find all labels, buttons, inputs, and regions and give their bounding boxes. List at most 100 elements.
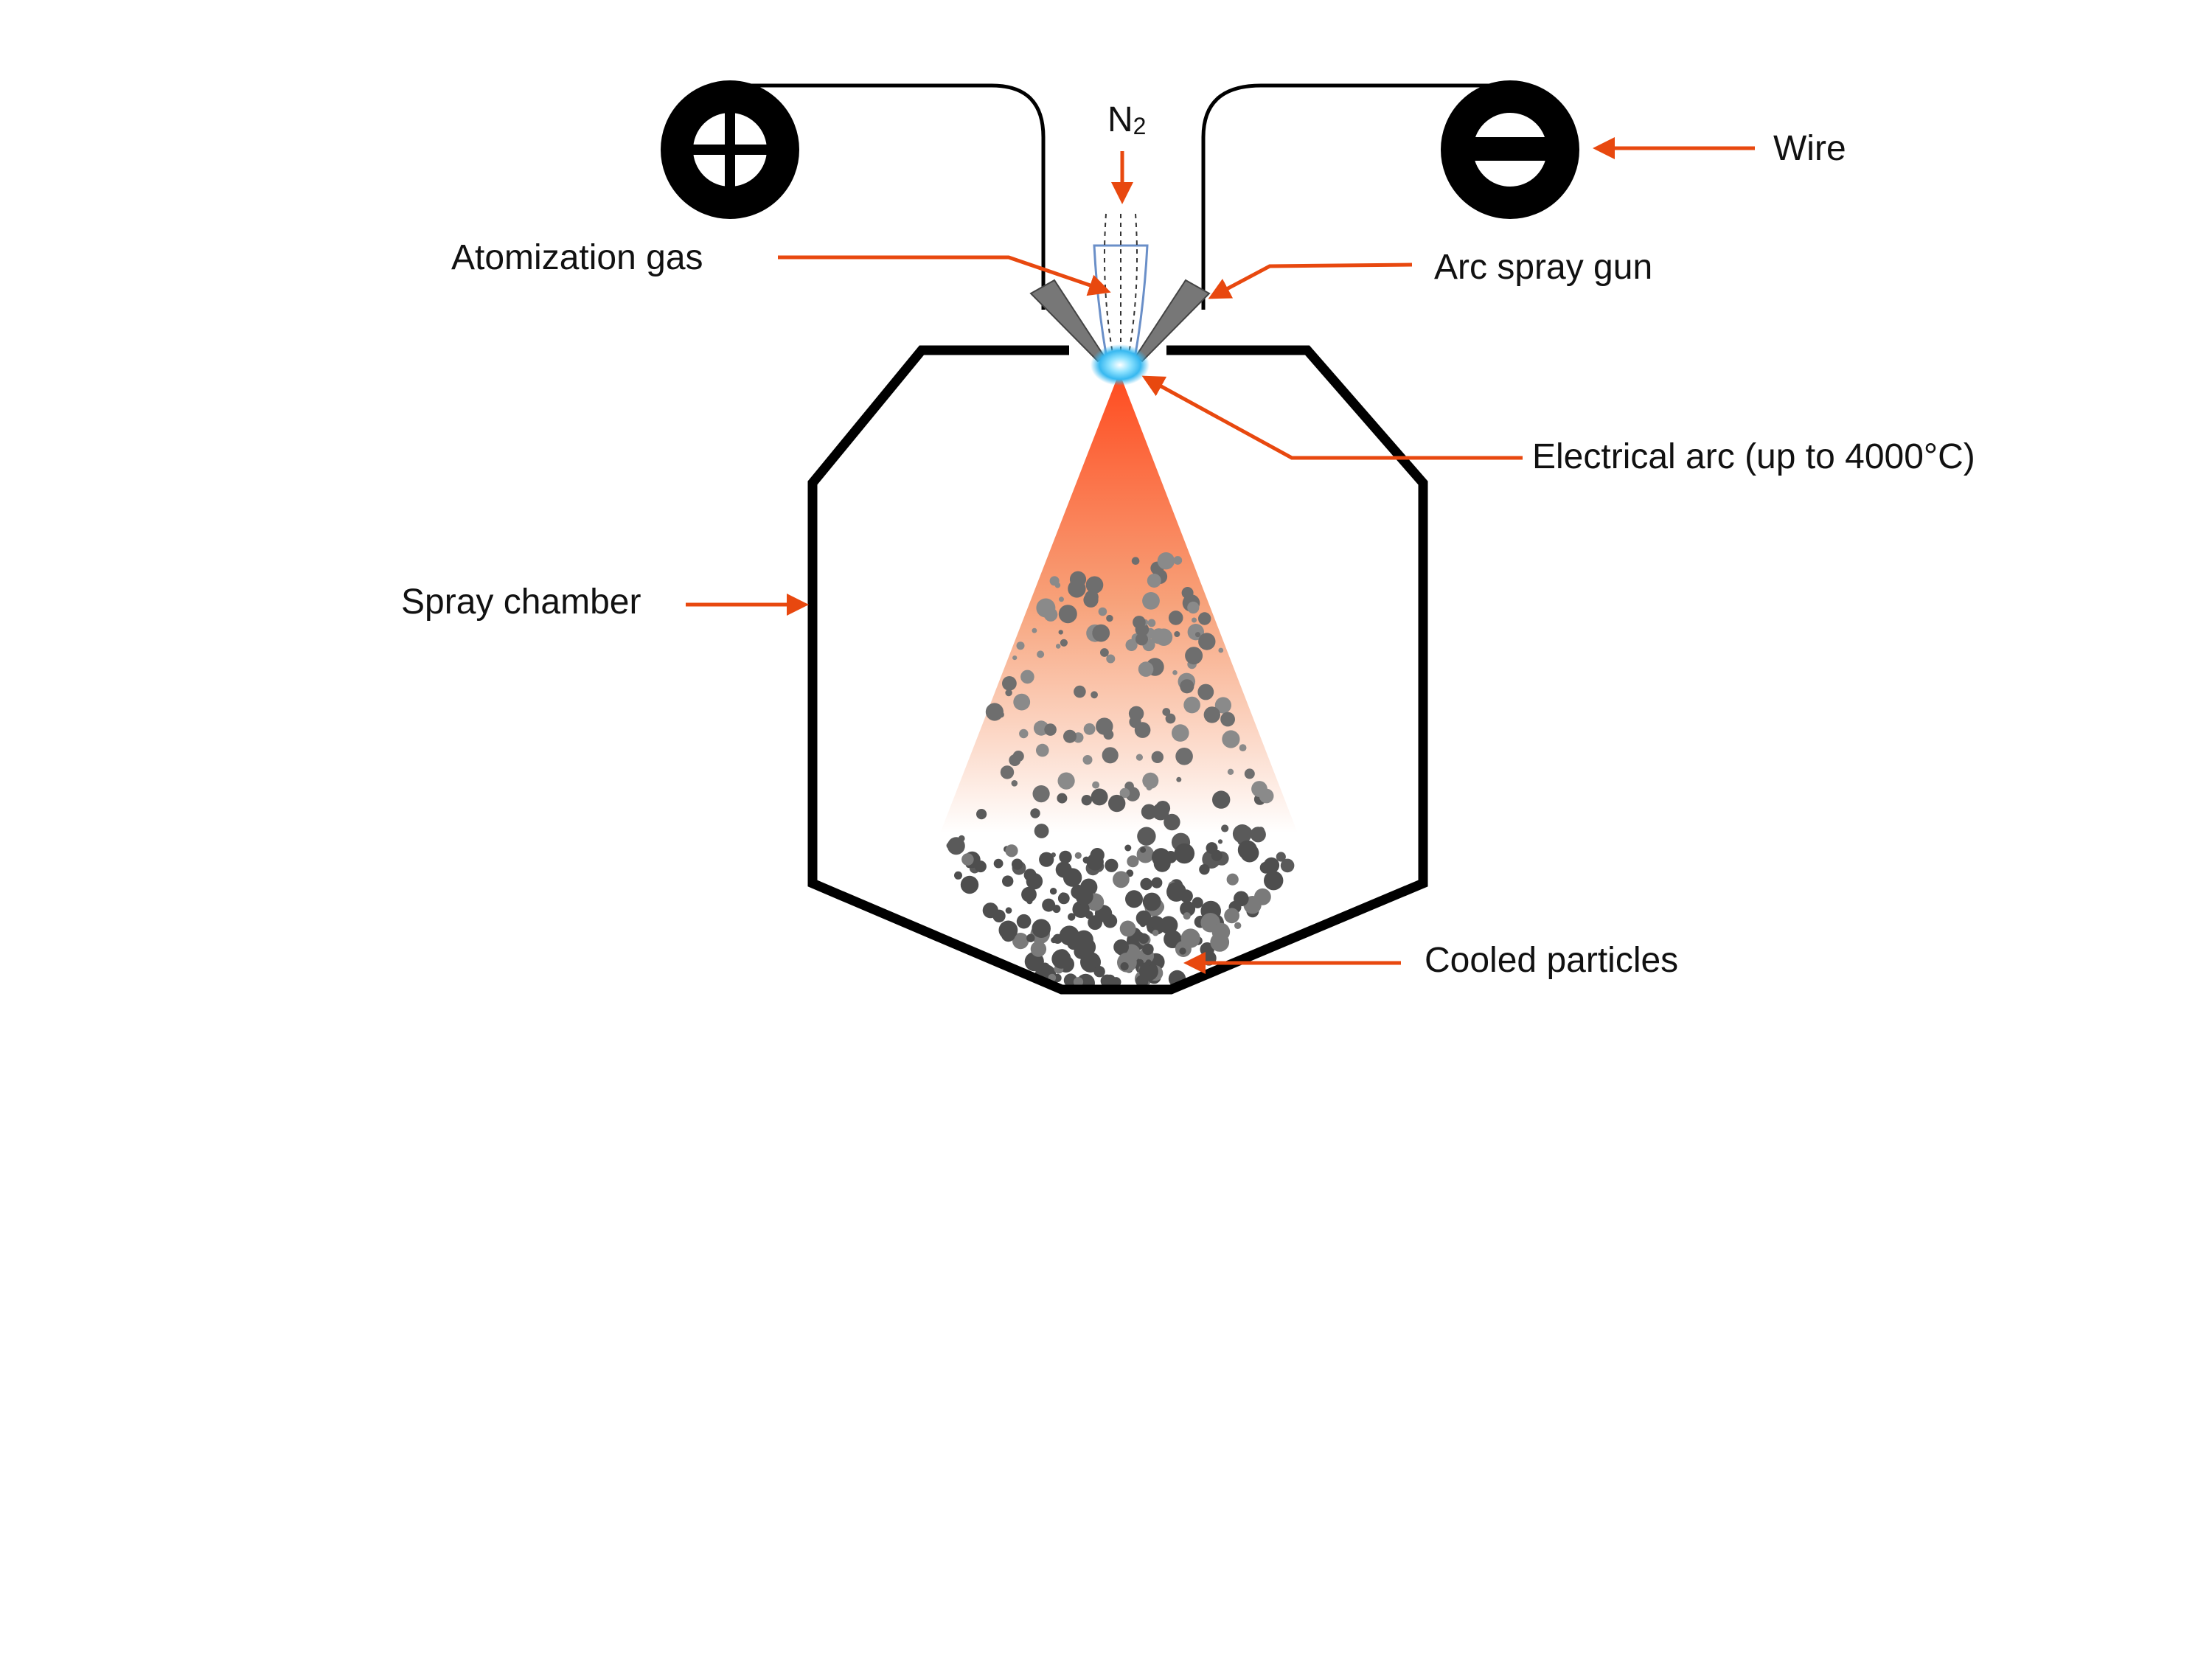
particle: [1012, 858, 1023, 870]
particle: [1037, 650, 1045, 658]
particle: [1119, 920, 1136, 937]
particle: [1217, 839, 1223, 844]
particle: [1173, 556, 1183, 565]
particle: [1063, 729, 1077, 743]
negative-terminal: [1441, 80, 1579, 219]
particle: [1151, 877, 1163, 888]
particle: [1044, 723, 1057, 736]
particle: [1162, 708, 1171, 716]
electrical-arc-glow: [1091, 344, 1150, 386]
particle: [1175, 748, 1193, 765]
particle: [1060, 639, 1068, 647]
particle: [1019, 728, 1029, 739]
particle: [1057, 772, 1075, 790]
particle: [1039, 852, 1054, 867]
particle: [1074, 685, 1086, 698]
particle: [1147, 574, 1161, 588]
particle: [1192, 617, 1197, 623]
particle: [1280, 858, 1295, 873]
particle: [1135, 910, 1152, 926]
particle: [1002, 875, 1014, 887]
particle: [1005, 689, 1012, 697]
particle: [1238, 826, 1253, 841]
particle: [1183, 912, 1191, 920]
particle: [1137, 827, 1156, 846]
particle: [1135, 633, 1148, 646]
particle: [1124, 844, 1132, 852]
particle: [1142, 772, 1159, 789]
particle: [1198, 633, 1216, 650]
particle: [1183, 696, 1200, 714]
particle: [1138, 933, 1150, 945]
particle: [1187, 601, 1200, 614]
particle: [1240, 844, 1259, 863]
particle: [1159, 916, 1178, 934]
particle: [1140, 846, 1147, 853]
particle: [1147, 925, 1154, 933]
particle: [1138, 661, 1154, 677]
particle: [1127, 855, 1139, 868]
particle: [1271, 873, 1279, 881]
particle: [1091, 691, 1098, 699]
particle: [1059, 850, 1072, 864]
particle: [1106, 614, 1113, 622]
particle: [1147, 619, 1156, 627]
particle: [1142, 943, 1154, 956]
particle: [998, 712, 1004, 718]
particle: [1165, 713, 1176, 724]
particle: [1176, 776, 1182, 782]
particle: [1145, 959, 1152, 966]
particle: [1005, 907, 1012, 914]
particle: [1192, 897, 1203, 908]
particle: [1012, 655, 1018, 661]
particle: [1214, 697, 1231, 714]
particle: [1098, 607, 1107, 616]
particle: [1086, 853, 1104, 871]
particle: [1012, 933, 1029, 950]
particle: [1011, 780, 1018, 787]
particle: [1074, 930, 1093, 950]
particle: [1108, 794, 1126, 813]
particle: [1239, 744, 1247, 751]
particle: [1013, 693, 1031, 711]
particle-cloud: [946, 552, 1295, 992]
label-n2: N2: [1107, 100, 1146, 139]
particle: [1185, 647, 1203, 665]
particle: [1234, 922, 1242, 930]
particle: [1071, 884, 1085, 900]
label-atomization-gas: Atomization gas: [451, 238, 703, 277]
particle: [1042, 898, 1056, 912]
particle: [1058, 630, 1063, 635]
particle: [1157, 552, 1175, 570]
label-spray-chamber: Spray chamber: [401, 582, 641, 622]
particle: [1134, 722, 1151, 738]
particle: [1093, 966, 1105, 978]
particle: [1125, 890, 1143, 908]
label-arc-spray-gun: Arc spray gun: [1434, 248, 1652, 287]
particle: [1212, 790, 1231, 809]
particle: [1073, 977, 1084, 987]
particle: [1100, 648, 1109, 657]
particle: [1139, 921, 1147, 928]
particle: [1198, 612, 1211, 625]
particle: [1030, 808, 1040, 818]
particle: [1032, 919, 1051, 938]
particle: [1032, 627, 1037, 633]
particle: [1226, 873, 1239, 886]
particle: [1140, 877, 1152, 891]
particle: [1187, 624, 1205, 641]
arrow-atomization-gas: [778, 255, 1111, 296]
particle: [1244, 768, 1255, 779]
particle: [1172, 669, 1178, 675]
particle: [1030, 941, 1047, 957]
particle: [1051, 949, 1071, 969]
particle: [1172, 724, 1189, 742]
particle: [1131, 557, 1140, 565]
particle: [1074, 852, 1082, 859]
particle: [1220, 712, 1235, 727]
particle: [1195, 632, 1200, 638]
particle: [1105, 858, 1119, 872]
wire-left: [730, 83, 1046, 310]
particle: [1164, 813, 1180, 831]
particle: [1227, 768, 1234, 776]
